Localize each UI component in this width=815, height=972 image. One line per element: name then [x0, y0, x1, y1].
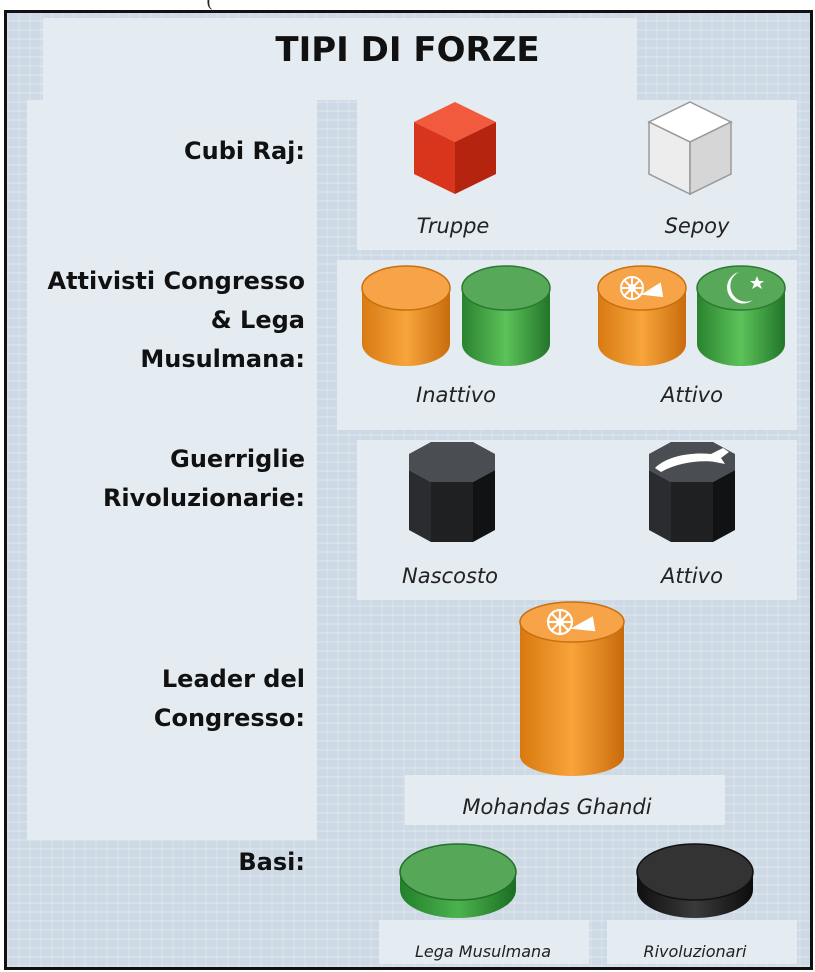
caption-panel-row4: [405, 775, 725, 825]
green-cylinder-active: [696, 265, 786, 366]
row-label-guerriglie: Guerriglie Rivoluzionarie:: [102, 445, 305, 512]
frame-top-border: [4, 10, 810, 13]
orange-tall-cylinder-ghandi: [519, 601, 625, 776]
caption-mohandas-ghandi: Mohandas Ghandi: [462, 795, 652, 819]
black-octagon-hidden: [409, 442, 495, 542]
orange-cylinder-active: [597, 265, 687, 366]
black-octagon-active: [649, 442, 735, 542]
spinning-wheel-icon: [620, 276, 664, 300]
caption-lega-musulmana: Lega Musulmana: [414, 942, 551, 961]
green-disc-base: [399, 843, 517, 918]
caption-nascosto: Nascosto: [402, 564, 498, 588]
crescent-star-icon: [727, 272, 764, 304]
panther-icon: [655, 448, 729, 472]
caption-attivo-activist: Attivo: [661, 383, 723, 407]
page-top-margin: (: [0, 0, 815, 12]
caption-truppe: Truppe: [416, 214, 490, 238]
header-fragment: (: [206, 0, 214, 12]
red-cube-truppe: [414, 102, 496, 194]
page-title: TIPI DI FORZE: [275, 30, 540, 70]
row-label-attivisti: Attivisti Congresso & Lega Musulmana:: [47, 267, 306, 373]
row-label-basi: Basi:: [238, 848, 305, 876]
title-panel: [43, 18, 637, 100]
caption-inattivo: Inattivo: [416, 383, 496, 407]
caption-sepoy: Sepoy: [664, 214, 730, 238]
caption-panel-row5-left: [379, 920, 589, 964]
caption-attivo-guerrilla: Attivo: [661, 564, 723, 588]
black-disc-base: [636, 843, 754, 918]
caption-rivoluzionari: Rivoluzionari: [643, 942, 747, 961]
green-cylinder-inactive: [461, 265, 551, 366]
white-cube-sepoy: [647, 101, 733, 196]
labels-panel: [27, 100, 317, 840]
row-label-cubi-raj: Cubi Raj:: [184, 137, 305, 165]
caption-panel-row5-right: [607, 920, 797, 964]
row-label-leader: Leader del Congresso:: [153, 665, 305, 732]
spinning-wheel-icon: [546, 608, 596, 636]
orange-cylinder-inactive: [361, 265, 451, 366]
